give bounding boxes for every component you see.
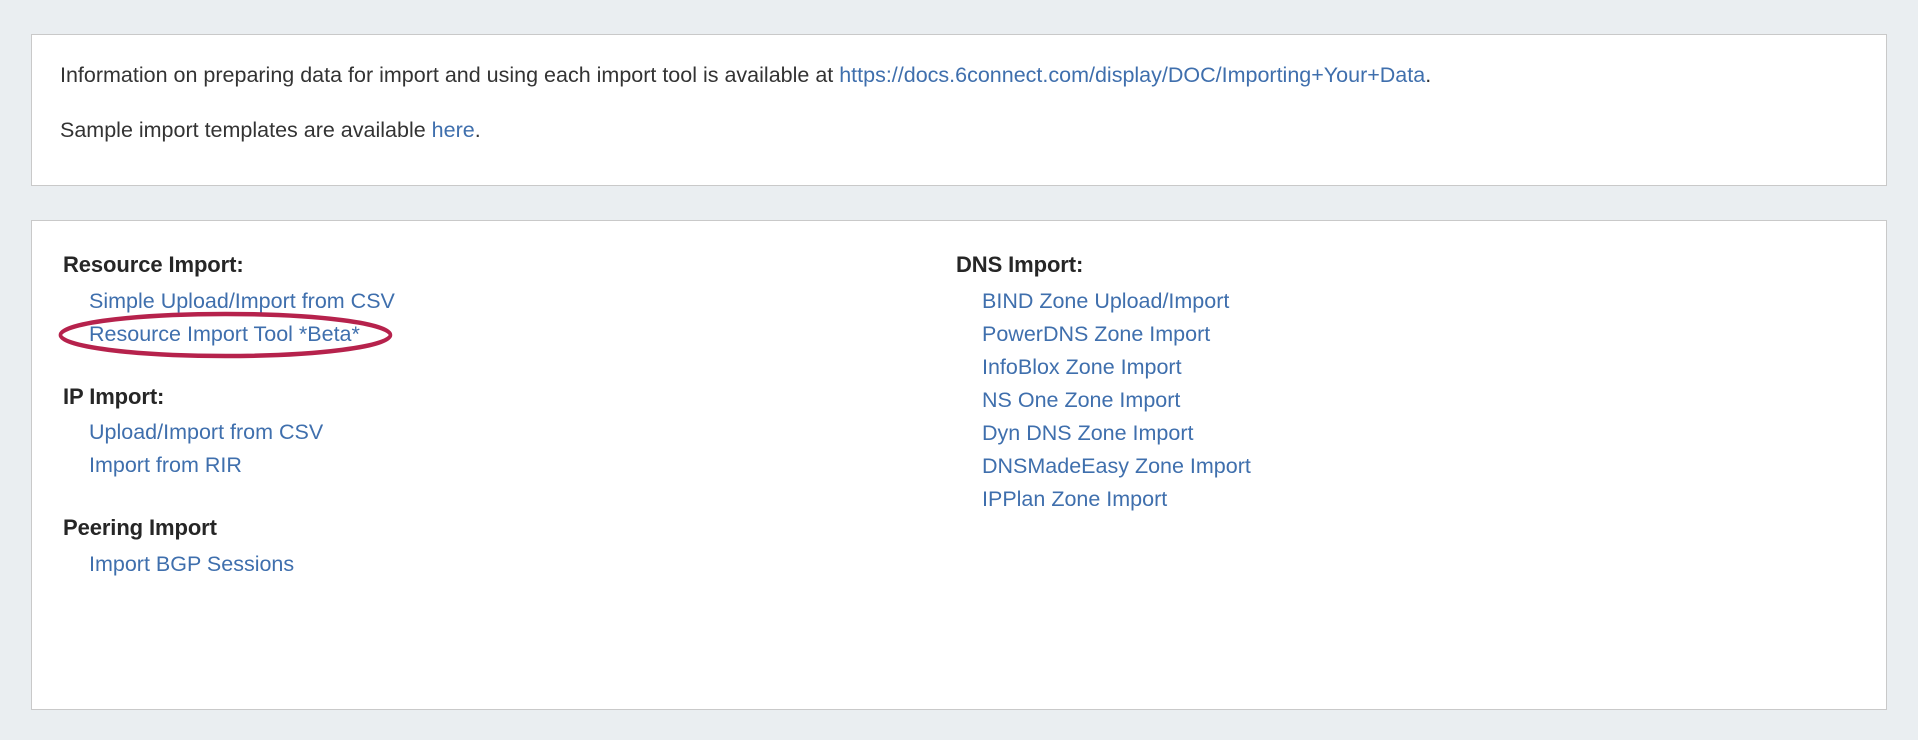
group-link-list-resource-import: Simple Upload/Import from CSV Resource Im… xyxy=(63,285,883,351)
import-link-ns-one-zone-import[interactable]: NS One Zone Import xyxy=(982,387,1181,412)
list-item: Dyn DNS Zone Import xyxy=(982,417,1776,450)
group-link-list-ip-import: Upload/Import from CSV Import from RIR xyxy=(63,416,883,482)
import-group-resource-import: Resource Import: Simple Upload/Import fro… xyxy=(63,251,883,351)
import-tools-panel: Resource Import: Simple Upload/Import fro… xyxy=(31,220,1887,710)
import-link-import-bgp-sessions[interactable]: Import BGP Sessions xyxy=(89,551,295,576)
import-link-infoblox-zone-import[interactable]: InfoBlox Zone Import xyxy=(982,354,1182,379)
import-link-dnsmadeeasy-zone-import[interactable]: DNSMadeEasy Zone Import xyxy=(982,453,1251,478)
templates-info-text-suffix: . xyxy=(474,118,481,143)
list-item: NS One Zone Import xyxy=(982,384,1776,417)
list-item: Resource Import Tool *Beta* xyxy=(89,318,883,351)
import-group-ip-import: IP Import: Upload/Import from CSV Import f… xyxy=(63,383,883,483)
list-item: Import from RIR xyxy=(89,449,883,482)
group-title-peering-import: Peering Import xyxy=(63,515,217,540)
import-link-upload-import-from-csv[interactable]: Upload/Import from CSV xyxy=(89,420,324,444)
templates-info-line: Sample import templates are available he… xyxy=(60,116,1858,145)
import-link-import-from-rir[interactable]: Import from RIR xyxy=(89,453,242,477)
list-item: InfoBlox Zone Import xyxy=(982,351,1776,384)
docs-url-link[interactable]: https://docs.6connect.com/display/DOC/Im… xyxy=(839,63,1426,87)
docs-info-text-suffix: . xyxy=(1425,63,1432,87)
import-link-bind-zone-upload-import[interactable]: BIND Zone Upload/Import xyxy=(982,288,1230,313)
import-link-dyn-dns-zone-import[interactable]: Dyn DNS Zone Import xyxy=(982,420,1194,445)
group-title-resource-import: Resource Import: xyxy=(63,252,244,277)
import-link-powerdns-zone-import[interactable]: PowerDNS Zone Import xyxy=(982,321,1211,346)
docs-info-text-prefix: Information on preparing data for import… xyxy=(60,63,840,87)
list-item: DNSMadeEasy Zone Import xyxy=(982,450,1776,483)
list-item: Import BGP Sessions xyxy=(89,548,883,581)
import-tools-columns: Resource Import: Simple Upload/Import fro… xyxy=(32,221,1886,709)
list-item: IPPlan Zone Import xyxy=(982,483,1776,516)
group-title-ip-import: IP Import: xyxy=(63,383,165,409)
templates-here-link[interactable]: here xyxy=(431,118,475,143)
list-item: Upload/Import from CSV xyxy=(89,416,883,449)
docs-info-line: Information on preparing data for import… xyxy=(60,61,1858,90)
list-item: Simple Upload/Import from CSV xyxy=(89,285,883,318)
list-item: BIND Zone Upload/Import xyxy=(982,285,1776,318)
import-link-resource-import-tool-beta[interactable]: Resource Import Tool *Beta* xyxy=(89,321,360,346)
group-link-list-peering-import: Import BGP Sessions xyxy=(63,548,883,581)
info-panel-content: Information on preparing data for import… xyxy=(32,35,1886,145)
list-item: PowerDNS Zone Import xyxy=(982,318,1776,351)
import-tools-left-column: Resource Import: Simple Upload/Import fro… xyxy=(63,251,883,581)
group-title-dns-import: DNS Import: xyxy=(956,252,1084,277)
import-link-simple-upload-import-from-csv[interactable]: Simple Upload/Import from CSV xyxy=(89,288,395,313)
import-link-ipplan-zone-import[interactable]: IPPlan Zone Import xyxy=(982,486,1168,511)
templates-info-text-prefix: Sample import templates are available xyxy=(60,118,432,143)
info-panel: Information on preparing data for import… xyxy=(31,34,1887,186)
